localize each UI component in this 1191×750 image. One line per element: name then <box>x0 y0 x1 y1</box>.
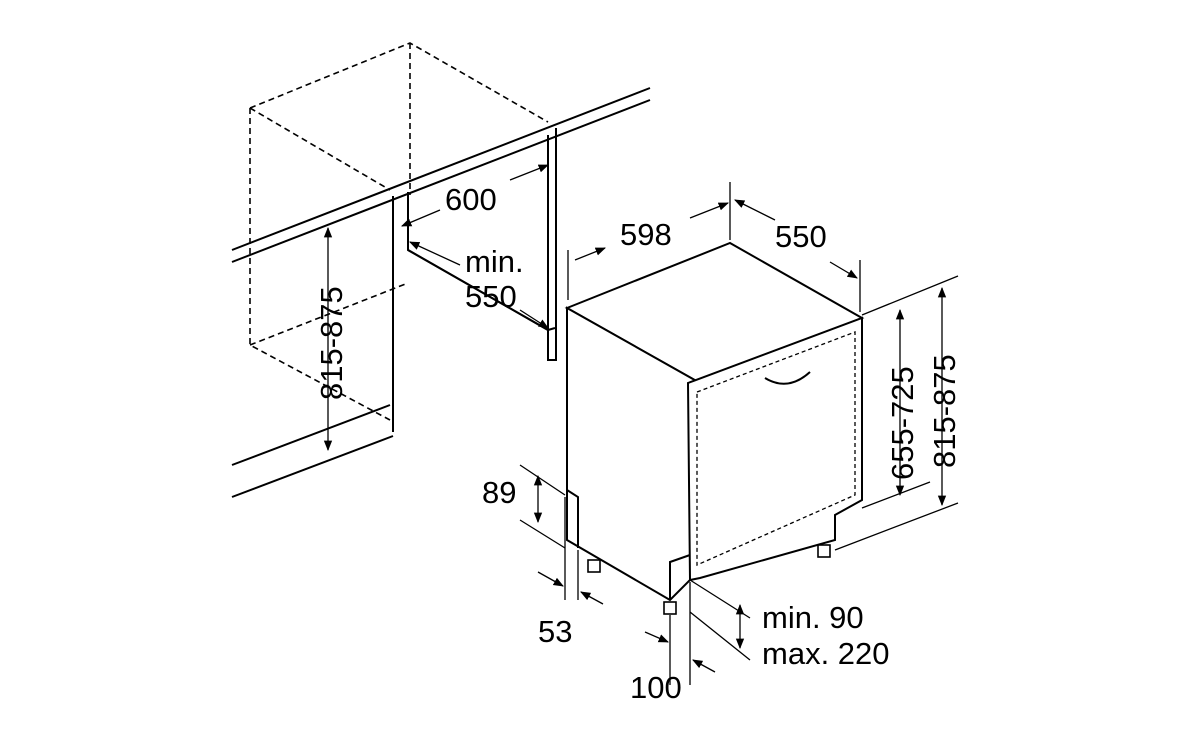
foot-right <box>817 544 831 558</box>
cabinet-outline <box>249 42 549 421</box>
foot-front-left <box>587 559 601 573</box>
dimension-lines <box>323 164 959 685</box>
plinth-max-label: max. 220 <box>762 636 890 671</box>
cabinet-depth-prefix-label: min. <box>465 244 524 279</box>
cabinet-width-label: 600 <box>445 182 497 217</box>
plinth-height-label: 89 <box>482 475 516 510</box>
cabinet-height-label: 815-875 <box>314 286 349 400</box>
dimension-labels: 600 min. 550 815-875 598 550 655-725 815… <box>314 182 962 705</box>
plinth-offset-label: 53 <box>538 614 572 649</box>
dishwasher-body <box>564 241 865 615</box>
cabinet-depth-label: 550 <box>465 279 517 314</box>
foot-offset-label: 100 <box>630 670 682 705</box>
foot-front <box>663 601 677 615</box>
door-handle <box>764 371 811 385</box>
niche-height-label: 815-875 <box>927 354 962 468</box>
door-height-label: 655-725 <box>885 366 920 480</box>
plinth-min-label: min. 90 <box>762 600 864 635</box>
appliance-width-label: 598 <box>620 217 672 252</box>
countertop <box>231 87 651 263</box>
appliance-depth-label: 550 <box>775 219 827 254</box>
